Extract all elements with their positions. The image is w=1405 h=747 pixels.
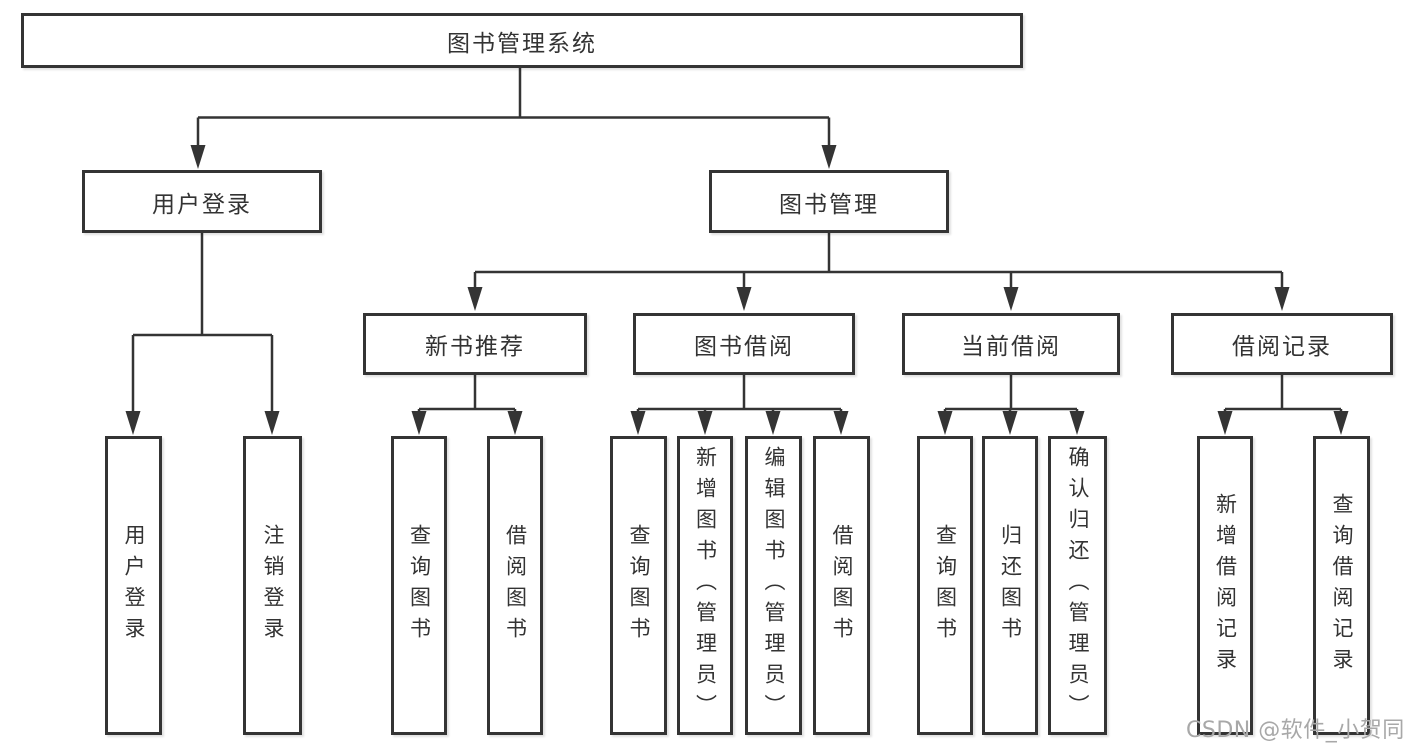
leaf-query-borrow-record: 查询借阅记录 bbox=[1313, 436, 1370, 735]
node-book-borrowing: 图书借阅 bbox=[633, 313, 855, 375]
leaf-query-books-recommendation: 查询图书 bbox=[391, 436, 447, 735]
node-new-book-recommendation: 新书推荐 bbox=[363, 313, 587, 375]
leaf-edit-books-admin: 编辑图书（管理员） bbox=[745, 436, 802, 735]
node-borrowing-records: 借阅记录 bbox=[1171, 313, 1393, 375]
leaf-borrow-books-recommendation: 借阅图书 bbox=[487, 436, 543, 735]
leaf-add-borrow-record: 新增借阅记录 bbox=[1197, 436, 1253, 735]
node-library-system: 图书管理系统 bbox=[21, 13, 1023, 68]
leaf-logout-login: 注销登录 bbox=[243, 436, 302, 735]
watermark: CSDN @软件_小贺同学 bbox=[1186, 718, 1405, 743]
node-current-borrowing: 当前借阅 bbox=[902, 313, 1120, 375]
leaf-add-books-admin: 新增图书（管理员） bbox=[677, 436, 733, 735]
leaf-user-login: 用户登录 bbox=[105, 436, 162, 735]
leaf-query-books-current: 查询图书 bbox=[917, 436, 973, 735]
leaf-borrow-books-borrowing: 借阅图书 bbox=[813, 436, 870, 735]
leaf-query-books-borrowing: 查询图书 bbox=[610, 436, 667, 735]
leaf-return-books: 归还图书 bbox=[982, 436, 1038, 735]
leaf-confirm-return-admin: 确认归还（管理员） bbox=[1048, 436, 1107, 735]
node-book-management: 图书管理 bbox=[709, 170, 949, 233]
node-user-login: 用户登录 bbox=[82, 170, 322, 233]
